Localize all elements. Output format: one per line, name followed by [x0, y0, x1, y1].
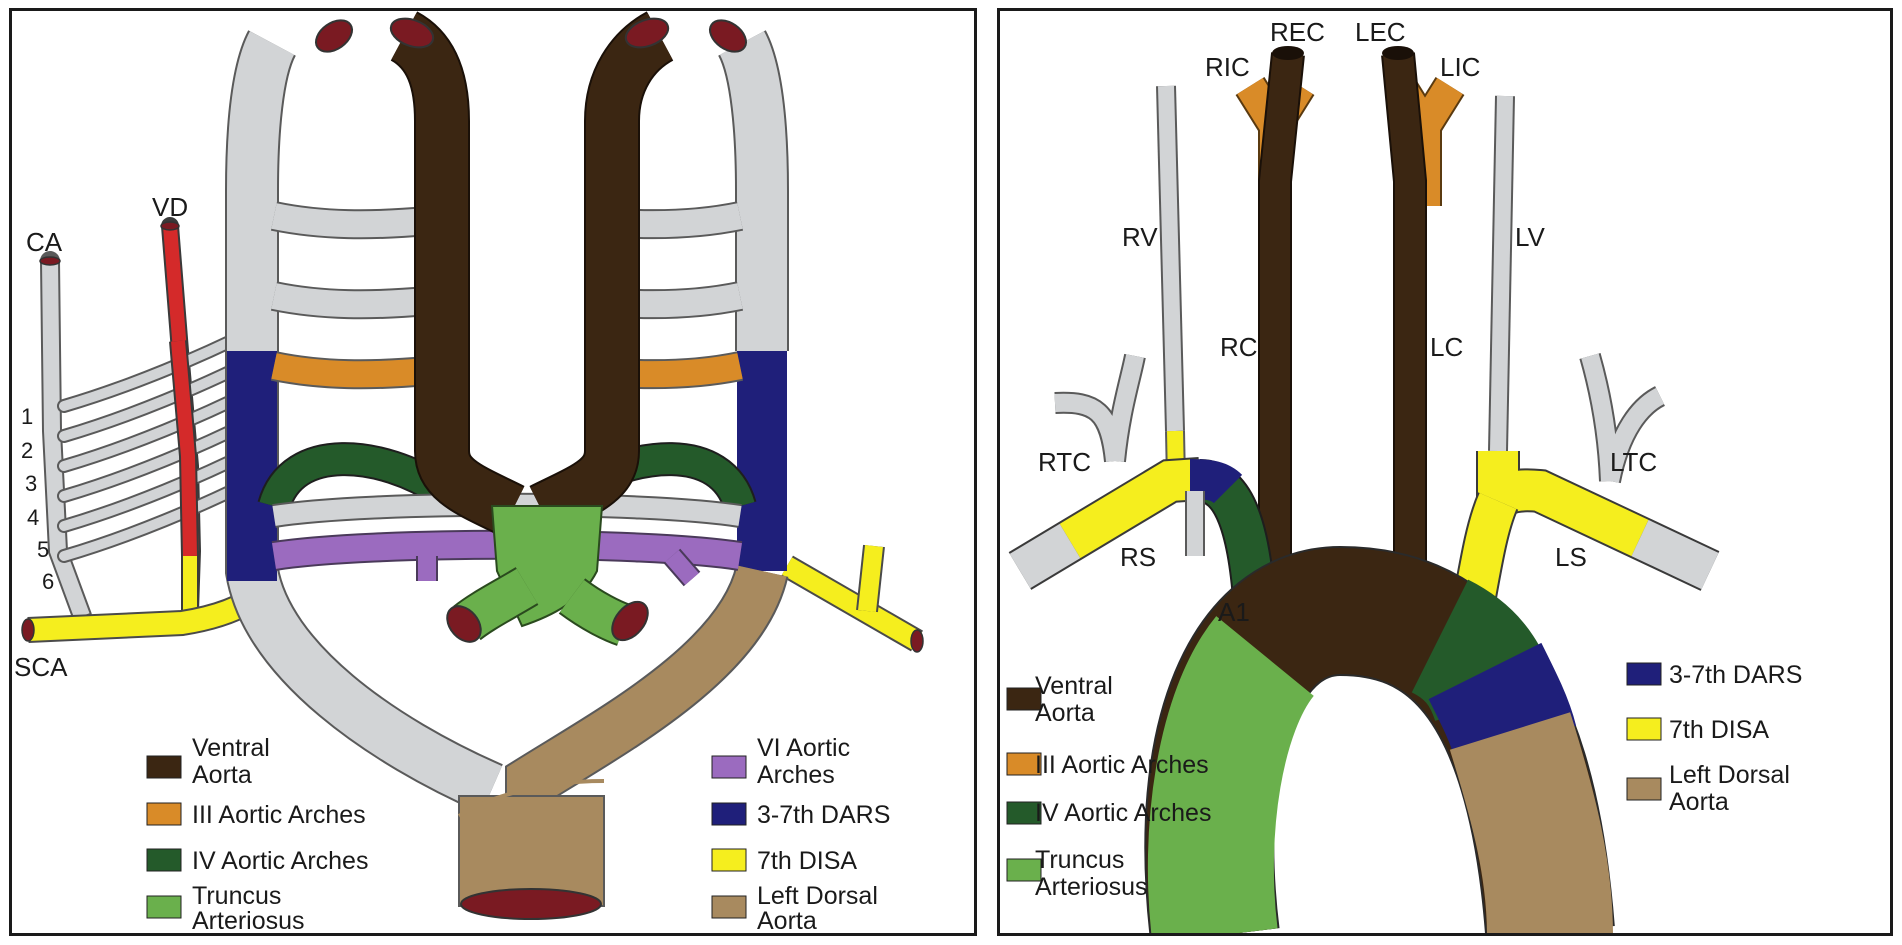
arch-number-6: 6	[42, 569, 54, 594]
legend-swatch-disa	[711, 848, 747, 872]
arch-number-2: 2	[21, 438, 33, 463]
label-ric: RIC	[1205, 52, 1250, 82]
legend-text: Truncus	[192, 882, 281, 910]
legend-text: Ventral	[192, 734, 270, 762]
label-ca: CA	[26, 227, 63, 257]
legend-swatch-ventral-aorta	[146, 755, 182, 779]
legend-swatch-truncus	[146, 895, 182, 919]
label-lic: LIC	[1440, 52, 1480, 82]
label-ltc: LTC	[1610, 447, 1657, 477]
legend-swatch-iv-arches	[146, 848, 182, 872]
left-diagram-panel: CA VD SCA 1 2 3 4 5 6 Ventral Aorta III …	[9, 8, 977, 936]
label-a1: A1	[1218, 597, 1250, 627]
legend-text: 3-7th DARS	[757, 801, 890, 829]
label-rec: REC	[1270, 17, 1325, 47]
label-rs: RS	[1120, 542, 1156, 572]
label-vd: VD	[152, 192, 188, 222]
label-rtc: RTC	[1038, 447, 1091, 477]
legend-text: Left Dorsal	[757, 882, 878, 910]
legend-swatch-dars	[711, 802, 747, 826]
left-dorsal-aorta	[708, 19, 789, 571]
legend-text: IV Aortic Arches	[192, 847, 368, 875]
label-lec: LEC	[1355, 17, 1406, 47]
left-legend: Ventral Aorta III Aortic Arches IV Aorti…	[146, 734, 890, 933]
arch-number-3: 3	[25, 471, 37, 496]
ventral-aorta-left	[389, 11, 525, 537]
legend-text: Arches	[757, 761, 835, 789]
label-lc: LC	[1430, 332, 1463, 362]
legend-swatch-iii-arches	[146, 802, 182, 826]
label-sca: SCA	[14, 652, 68, 682]
label-rv: RV	[1122, 222, 1158, 252]
aortic-arch	[1144, 545, 1615, 933]
legend-text: Aorta	[192, 761, 252, 789]
arch-number-1: 1	[21, 404, 33, 429]
legend-text: III Aortic Arches	[192, 801, 366, 829]
right-diagram-panel: RIC REC LEC LIC RV LV RC LC RTC LTC RS L…	[997, 8, 1893, 936]
legend-text: Aorta	[757, 907, 817, 933]
legend-swatch-vi-arches	[711, 755, 747, 779]
right-dorsal-aorta	[225, 19, 503, 814]
legend-text: 7th DISA	[757, 847, 857, 875]
legend-text: Arteriosus	[192, 907, 305, 933]
label-ls: LS	[1555, 542, 1587, 572]
arch-number-5: 5	[37, 537, 49, 562]
legend-text: VI Aortic	[757, 734, 850, 762]
ventral-aorta-right	[529, 11, 675, 537]
arch-number-4: 4	[27, 505, 39, 530]
label-lv: LV	[1515, 222, 1546, 252]
truncus-arteriosus	[446, 505, 649, 646]
upper-arches	[270, 201, 744, 390]
small-arches	[57, 324, 259, 563]
label-rc: RC	[1220, 332, 1258, 362]
right-diagram-svg: RIC REC LEC LIC RV LV RC LC RTC LTC RS L…	[1008, 17, 1720, 933]
left-diagram-svg: CA VD SCA 1 2 3 4 5 6 Ventral Aorta III …	[14, 11, 924, 933]
legend-swatch-left-dorsal-aorta	[711, 895, 747, 919]
